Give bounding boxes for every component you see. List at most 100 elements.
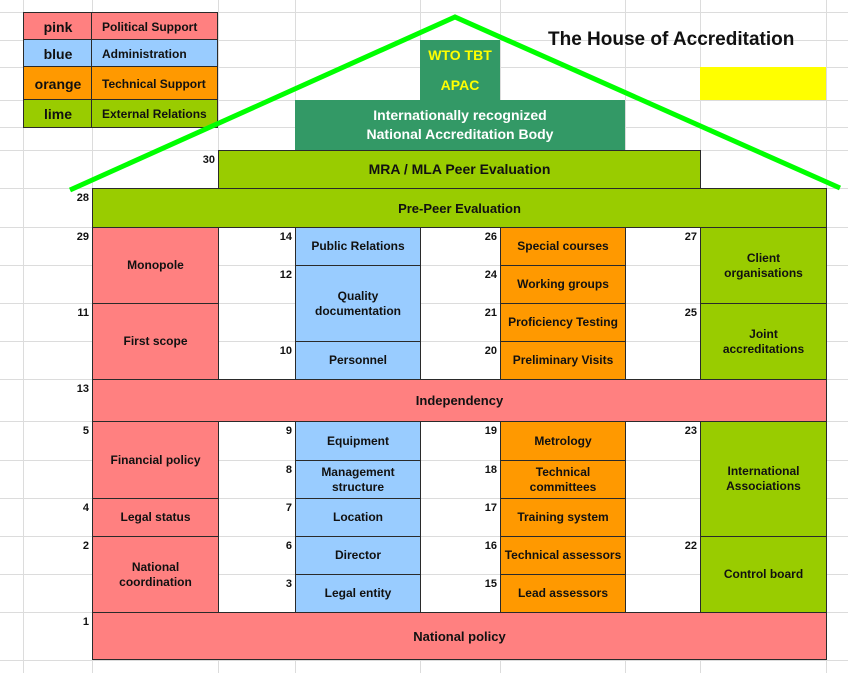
legend-label-administration[interactable]: Administration (91, 39, 218, 68)
row-number: 7 (285, 502, 292, 514)
page-title: The House of Accreditation (548, 29, 795, 50)
block-label: Management structure (321, 464, 395, 494)
block-label: Pre-Peer Evaluation (398, 200, 521, 216)
block-label: Location (333, 510, 383, 524)
block-label: Financial policy (110, 452, 201, 467)
gridline (0, 574, 848, 575)
roof-polyline (68, 14, 842, 193)
row-number: 18 (484, 464, 497, 476)
row-number: 14 (279, 231, 292, 243)
block-label: First scope (123, 334, 188, 348)
block-label: Client organisations (724, 250, 803, 280)
block-label: Legal status (120, 510, 191, 524)
legend-key-pink[interactable]: pink (23, 12, 93, 41)
row-number: 26 (484, 231, 497, 243)
block-label: National coordination (119, 559, 192, 589)
chimney-block[interactable]: WTO TBT APAC (420, 40, 500, 100)
block-label: Legal entity (324, 586, 392, 600)
block-label: Proficiency Testing (508, 315, 618, 329)
block-label: Public Relations (311, 239, 405, 253)
block-label: Metrology (534, 433, 592, 448)
block-label: Personnel (328, 353, 388, 367)
block-label: Monopole (127, 258, 184, 272)
national-body-block[interactable]: Internationally recognized National Accr… (295, 100, 625, 150)
gridline (0, 460, 848, 461)
block-label: Working groups (517, 277, 609, 291)
gridline (23, 0, 24, 673)
block-label: Technical committees (529, 464, 597, 494)
row-number: 30 (202, 154, 215, 166)
row-number: 17 (484, 502, 497, 514)
row-number: 8 (285, 464, 292, 476)
block-label: Preliminary Visits (512, 353, 614, 367)
legend-label-technical[interactable]: Technical Support (91, 66, 218, 101)
gridline (0, 303, 848, 304)
row-number: 2 (82, 540, 89, 552)
gridline (0, 498, 848, 499)
block-label: Independency (415, 393, 504, 408)
block-label: Training system (517, 510, 609, 524)
row-number: 16 (484, 540, 497, 552)
block-label: Equipment (327, 433, 389, 448)
legend-key-lime[interactable]: lime (23, 99, 93, 128)
row-number: 12 (279, 269, 292, 281)
block-label: National policy (413, 628, 506, 644)
legend-label-external[interactable]: External Relations (91, 99, 218, 128)
row-number: 3 (285, 578, 292, 590)
block-label: Quality documentation (315, 288, 401, 318)
row-number: 22 (684, 540, 697, 552)
apac-label: APAC (440, 77, 480, 93)
row-number: 21 (484, 307, 497, 319)
row-number: 29 (76, 231, 89, 243)
block-label: Technical assessors (504, 548, 622, 562)
row-number: 20 (484, 345, 497, 357)
block-label: International Associations (726, 464, 801, 493)
wto-tbt-label: WTO TBT (428, 47, 492, 63)
row-number: 23 (684, 425, 697, 437)
row-number: 1 (82, 616, 89, 628)
highlighted-cell[interactable] (700, 67, 826, 100)
legend-key-orange[interactable]: orange (23, 66, 93, 101)
gridline (0, 660, 848, 661)
block-label: Control board (723, 567, 804, 581)
block-label: MRA / MLA Peer Evaluation (368, 161, 551, 177)
legend-label-political[interactable]: Political Support (91, 12, 218, 41)
gridline (0, 265, 848, 266)
row-number: 24 (484, 269, 497, 281)
row-number: 27 (684, 231, 697, 243)
row-number: 4 (82, 502, 89, 514)
legend-key-blue[interactable]: blue (23, 39, 93, 68)
row-number: 15 (484, 578, 497, 590)
row-number: 11 (77, 307, 89, 319)
row-number: 10 (279, 345, 292, 357)
row-number: 6 (285, 540, 292, 552)
row-number: 28 (76, 192, 89, 204)
block-management-structure[interactable]: 8 Management structure (286, 460, 421, 499)
row-number: 19 (484, 425, 497, 437)
row-number: 13 (76, 383, 89, 395)
block-label: Joint accreditations (722, 326, 805, 356)
